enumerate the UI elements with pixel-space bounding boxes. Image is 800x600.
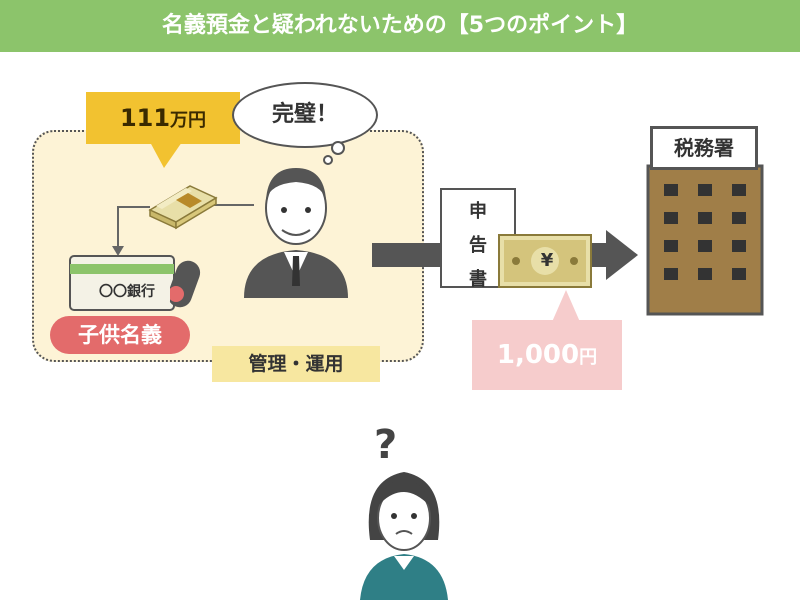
tax-office-label: 税務署 [650, 126, 758, 170]
thought-dots [323, 141, 345, 165]
page-title: 名義預金と疑われないための【5つのポイント】 [0, 0, 800, 52]
declaration-char-2: 告 [469, 235, 487, 256]
tax-office-building-icon [646, 164, 764, 316]
fee-callout-tail [552, 290, 580, 322]
amount-unit: 万円 [170, 110, 207, 131]
parent-avatar-icon [244, 168, 348, 298]
child-name-badge: 子供名義 [50, 316, 190, 354]
declaration-char-1: 申 [469, 201, 487, 222]
question-mark-icon: ? [374, 422, 397, 468]
child-avatar-icon: ? [360, 422, 448, 600]
speech-bubble: 完璧！ [232, 82, 378, 148]
fee-callout: 1,000円 [472, 320, 622, 390]
amount-number: 111 [119, 104, 171, 132]
declaration-char-3: 書 [469, 269, 487, 290]
management-label: 管理・運用 [212, 346, 380, 382]
cash-bundle-icon [148, 185, 218, 230]
tax-declaration-document: 申 告 書 [440, 188, 516, 290]
fee-number: 1,000 [496, 340, 580, 370]
bank-name-label: 〇〇銀行 [84, 280, 170, 304]
amount-callout: 111万円 [86, 92, 240, 144]
amount-callout-tail [150, 142, 182, 168]
fee-unit: 円 [579, 347, 598, 368]
banknote-icon [498, 234, 592, 288]
yen-symbol: ¥ [540, 250, 554, 271]
